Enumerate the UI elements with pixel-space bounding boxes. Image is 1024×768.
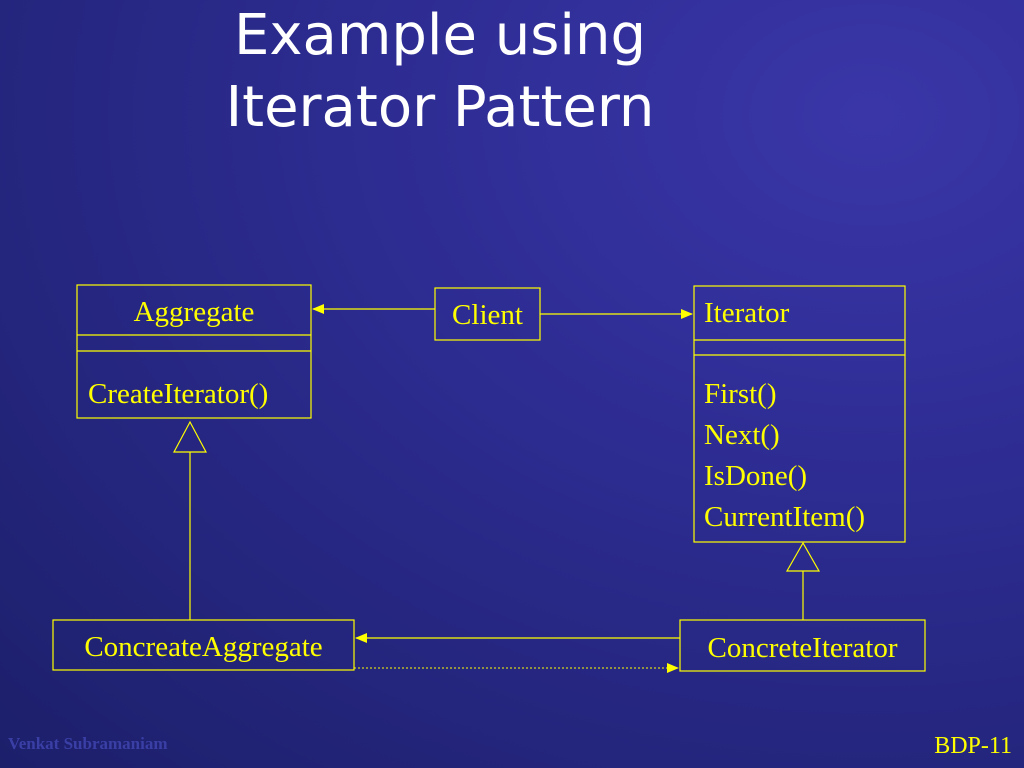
aggregate-class-name: Aggregate bbox=[133, 296, 255, 328]
aggregate-class-box bbox=[76, 284, 312, 419]
iterator-operation-isdone: IsDone() bbox=[704, 460, 808, 492]
iterator-operation-first: First() bbox=[704, 378, 777, 410]
client-class-name: Client bbox=[452, 299, 523, 331]
footer-page-number: BDP-11 bbox=[934, 733, 1012, 759]
title-line-1: Example using bbox=[233, 3, 646, 68]
aggregate-operation-create-iterator: CreateIterator() bbox=[88, 378, 269, 410]
footer-author: Venkat Subramaniam bbox=[8, 734, 168, 753]
slide-title: Example using Iterator Pattern bbox=[0, 0, 880, 144]
concrete-iterator-class-name: ConcreteIterator bbox=[707, 632, 898, 664]
iterator-operations: First() Next() IsDone() CurrentItem() bbox=[704, 374, 865, 538]
iterator-operation-next: Next() bbox=[704, 419, 780, 451]
iterator-class-box bbox=[693, 285, 906, 543]
concrete-aggregate-class-name: ConcreateAggregate bbox=[84, 631, 323, 663]
iterator-inheritance-arrow bbox=[785, 541, 821, 620]
aggregate-inheritance-arrow bbox=[173, 420, 207, 620]
iterator-class-name: Iterator bbox=[704, 297, 790, 329]
iterator-operation-currentitem: CurrentItem() bbox=[704, 501, 866, 533]
concrete-aggregate-class-box bbox=[52, 619, 355, 671]
title-line-2: Iterator Pattern bbox=[225, 75, 655, 140]
